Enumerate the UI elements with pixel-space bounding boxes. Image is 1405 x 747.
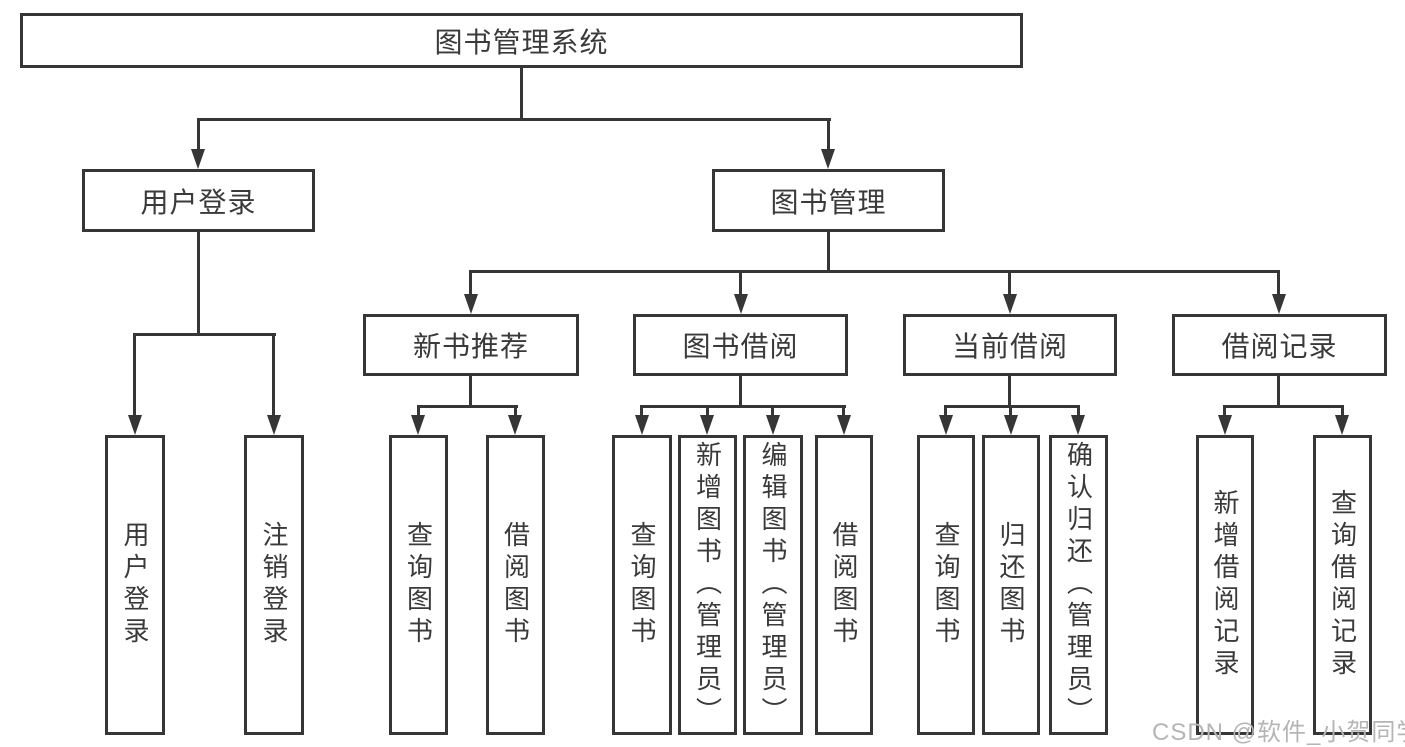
node-book-borrowing: 图书借阅 [633, 314, 848, 376]
arrow-down-icon [939, 415, 953, 435]
arrow-down-icon [1003, 294, 1017, 314]
leaf-label: 查询图书 [627, 521, 657, 649]
arrow-down-icon [508, 415, 522, 435]
arrow-down-icon [1272, 294, 1286, 314]
connector-line [514, 405, 517, 416]
connector-line [469, 270, 472, 295]
node-label: 借阅记录 [1221, 331, 1338, 362]
arrow-down-icon [1004, 415, 1018, 435]
connector-line [827, 232, 830, 270]
leaf-logout: 注销登录 [244, 435, 304, 735]
arrow-down-icon [837, 415, 851, 435]
connector-line [739, 376, 742, 405]
connector-line [1077, 405, 1080, 416]
leaf-query-books-recommend: 查询图书 [389, 435, 448, 735]
leaf-user-login: 用户登录 [105, 435, 165, 735]
node-library-system: 图书管理系统 [20, 13, 1023, 68]
connector-line [1009, 405, 1012, 416]
leaf-label: 新增借阅记录 [1210, 489, 1240, 681]
leaf-borrow-books-recommend: 借阅图书 [486, 435, 545, 735]
leaf-edit-books-admin: 编辑图书（管理员） [743, 435, 803, 735]
connector-line [640, 405, 643, 416]
node-label: 新书推荐 [412, 331, 529, 362]
arrow-down-icon [411, 415, 425, 435]
leaf-add-borrow-record: 新增借阅记录 [1196, 435, 1254, 735]
connector-line [706, 405, 709, 416]
node-label: 图书管理 [770, 186, 887, 218]
leaf-label: 用户登录 [120, 521, 150, 649]
leaf-label: 查询图书 [403, 521, 434, 649]
arrow-down-icon [267, 415, 281, 435]
connector-line [944, 405, 1080, 408]
leaf-label: 查询借阅记录 [1327, 489, 1358, 681]
arrow-down-icon [191, 149, 205, 169]
connector-line [827, 118, 830, 150]
connector-line [133, 333, 136, 416]
csdn-watermark: CSDN @软件_小贺同学 [1152, 719, 1405, 746]
leaf-query-books-borrowing: 查询图书 [612, 435, 672, 735]
leaf-label: 确认归还（管理员） [1063, 441, 1094, 729]
arrow-down-icon [128, 415, 142, 435]
leaf-label: 新增图书（管理员） [692, 441, 723, 729]
leaf-label: 借阅图书 [829, 521, 859, 649]
connector-line [1008, 376, 1011, 405]
arrow-down-icon [700, 415, 714, 435]
connector-line [469, 270, 1280, 273]
connector-line [640, 405, 846, 408]
connector-line [417, 405, 518, 408]
arrow-down-icon [821, 149, 835, 169]
connector-line [1223, 405, 1344, 408]
arrow-down-icon [464, 294, 478, 314]
leaf-confirm-return-admin: 确认归还（管理员） [1049, 435, 1108, 735]
leaf-return-books: 归还图书 [982, 435, 1040, 735]
leaf-query-borrow-record: 查询借阅记录 [1313, 435, 1372, 735]
arrow-down-icon [1218, 415, 1232, 435]
leaf-label: 借阅图书 [500, 521, 531, 649]
connector-line [944, 405, 947, 416]
connector-line [771, 405, 774, 416]
connector-line [520, 68, 523, 120]
leaf-label: 查询图书 [931, 521, 961, 649]
connector-line [842, 405, 845, 416]
connector-line [272, 333, 275, 416]
connector-line [469, 376, 472, 405]
node-book-management: 图书管理 [712, 169, 945, 232]
arrow-down-icon [635, 415, 649, 435]
node-label: 图书管理系统 [434, 26, 609, 58]
node-current-borrowing: 当前借阅 [903, 314, 1117, 376]
leaf-label: 编辑图书（管理员） [758, 441, 788, 729]
connector-line [417, 405, 420, 416]
connector-line [1008, 270, 1011, 295]
node-label: 用户登录 [140, 186, 257, 218]
arrow-down-icon [1071, 415, 1085, 435]
arrow-down-icon [766, 415, 780, 435]
connector-line [1223, 405, 1226, 416]
arrow-down-icon [1335, 415, 1349, 435]
leaf-add-books-admin: 新增图书（管理员） [678, 435, 737, 735]
connector-line [1277, 376, 1280, 405]
leaf-borrow-books: 借阅图书 [815, 435, 873, 735]
leaf-label: 注销登录 [259, 521, 289, 649]
arrow-down-icon [734, 294, 748, 314]
node-user-login: 用户登录 [82, 169, 315, 232]
connector-line [197, 232, 200, 333]
node-borrowing-records: 借阅记录 [1172, 314, 1387, 376]
leaf-label: 归还图书 [996, 521, 1026, 649]
connector-line [1277, 270, 1280, 295]
connector-line [739, 270, 742, 295]
node-label: 当前借阅 [951, 331, 1068, 362]
node-new-book-recommend: 新书推荐 [363, 314, 579, 376]
connector-line [1341, 405, 1344, 416]
connector-line [133, 333, 276, 336]
connector-line [197, 118, 831, 121]
node-label: 图书借阅 [682, 331, 799, 362]
connector-line [197, 118, 200, 150]
leaf-query-books-current: 查询图书 [917, 435, 975, 735]
